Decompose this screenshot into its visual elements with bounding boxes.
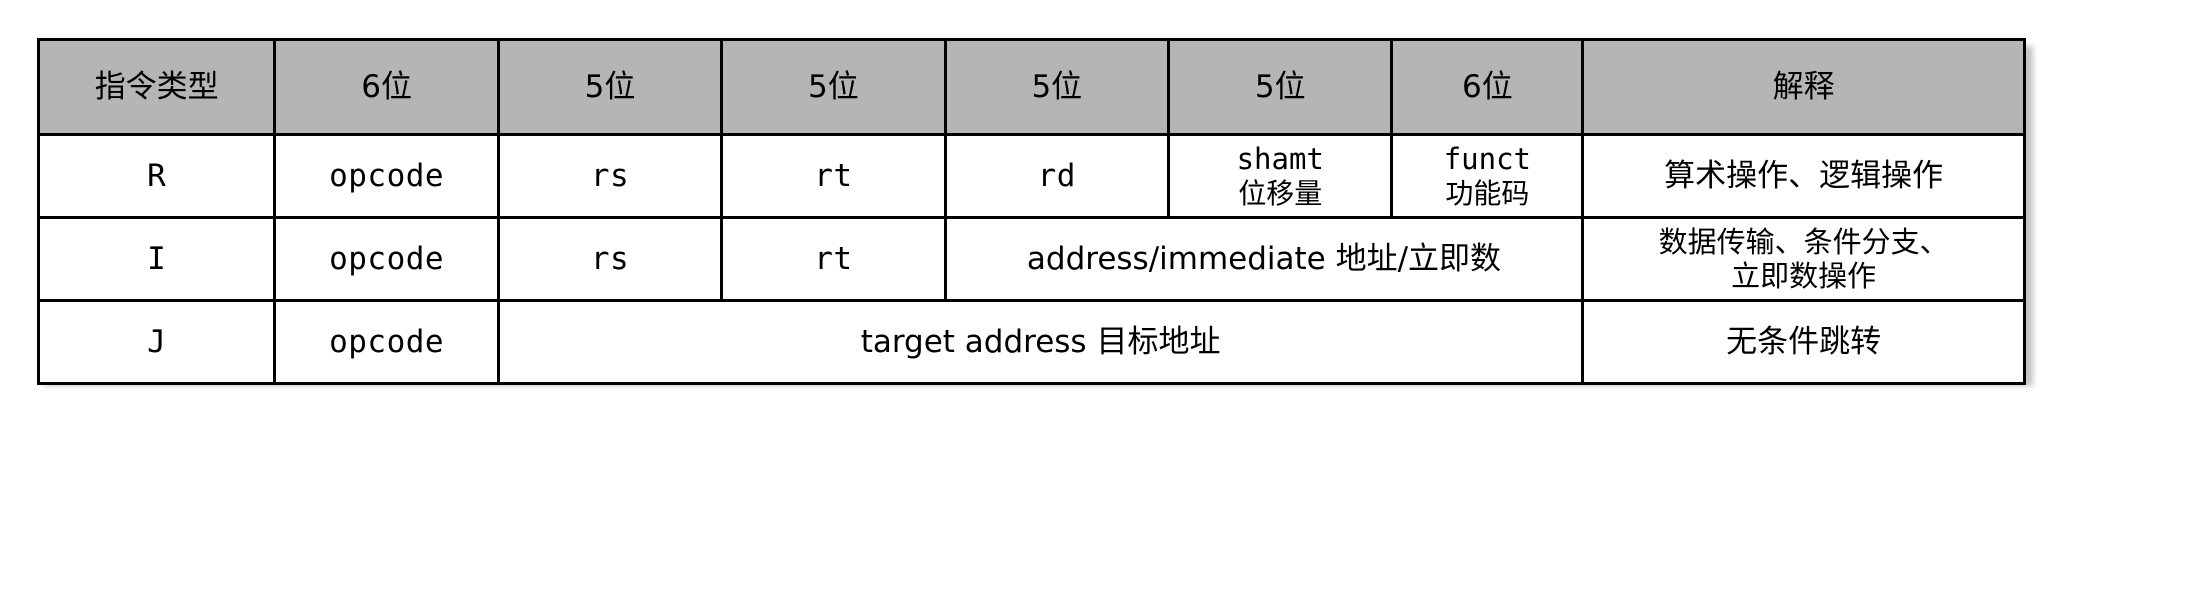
cell-j-target-address: target address 目标地址	[496, 299, 1585, 385]
table-row-i-type: I opcode rs rt address/immediate 地址/立即数 …	[36, 216, 2026, 302]
table-header-row: 指令类型 6位 5位 5位 5位 5位 6位 解释	[36, 38, 2026, 136]
cell-i-explanation-line-2: 立即数操作	[1731, 259, 1877, 293]
cell-i-explanation: 数据传输、条件分支、 立即数操作	[1581, 216, 2026, 302]
cell-j-opcode: opcode	[273, 299, 500, 385]
cell-j-type-label: J	[36, 299, 277, 385]
cell-i-opcode: opcode	[273, 216, 500, 302]
header-cell-bits-5-shamt: 5位	[1167, 38, 1394, 136]
cell-r-rs: rs	[496, 133, 724, 219]
cell-r-type-label: R	[36, 133, 277, 219]
cell-r-rd: rd	[943, 133, 1171, 219]
cell-r-shamt-chinese: 位移量	[1238, 176, 1323, 210]
cell-j-explanation: 无条件跳转	[1581, 299, 2026, 385]
cell-i-rs: rs	[496, 216, 724, 302]
header-cell-explanation: 解释	[1581, 38, 2026, 136]
cell-r-funct-chinese: 功能码	[1445, 176, 1530, 210]
header-cell-bits-5-rs: 5位	[496, 38, 724, 136]
cell-r-opcode: opcode	[273, 133, 500, 219]
cell-r-funct: funct 功能码	[1390, 133, 1585, 219]
cell-r-funct-english: funct	[1443, 142, 1532, 177]
header-cell-bits-5-rt: 5位	[720, 38, 947, 136]
header-cell-bits-6-opcode: 6位	[273, 38, 500, 136]
cell-i-type-label: I	[36, 216, 277, 302]
cell-i-rt: rt	[720, 216, 947, 302]
mips-instruction-format-table-container: 指令类型 6位 5位 5位 5位 5位 6位 解释 R opcode rs rt…	[36, 38, 2026, 385]
mips-instruction-format-table: 指令类型 6位 5位 5位 5位 5位 6位 解释 R opcode rs rt…	[36, 38, 2026, 385]
header-cell-bits-5-rd: 5位	[943, 38, 1171, 136]
cell-i-address-immediate: address/immediate 地址/立即数	[943, 216, 1585, 302]
cell-r-shamt: shamt 位移量	[1167, 133, 1394, 219]
header-cell-bits-6-funct: 6位	[1390, 38, 1585, 136]
table-row-r-type: R opcode rs rt rd shamt 位移量 funct 功能码 算术…	[36, 133, 2026, 219]
cell-r-explanation: 算术操作、逻辑操作	[1581, 133, 2026, 219]
table-row-j-type: J opcode target address 目标地址 无条件跳转	[36, 299, 2026, 385]
cell-r-rt: rt	[720, 133, 947, 219]
header-cell-instruction-type: 指令类型	[36, 38, 277, 136]
cell-r-shamt-english: shamt	[1236, 142, 1324, 177]
cell-i-explanation-line-1: 数据传输、条件分支、	[1658, 224, 1949, 259]
